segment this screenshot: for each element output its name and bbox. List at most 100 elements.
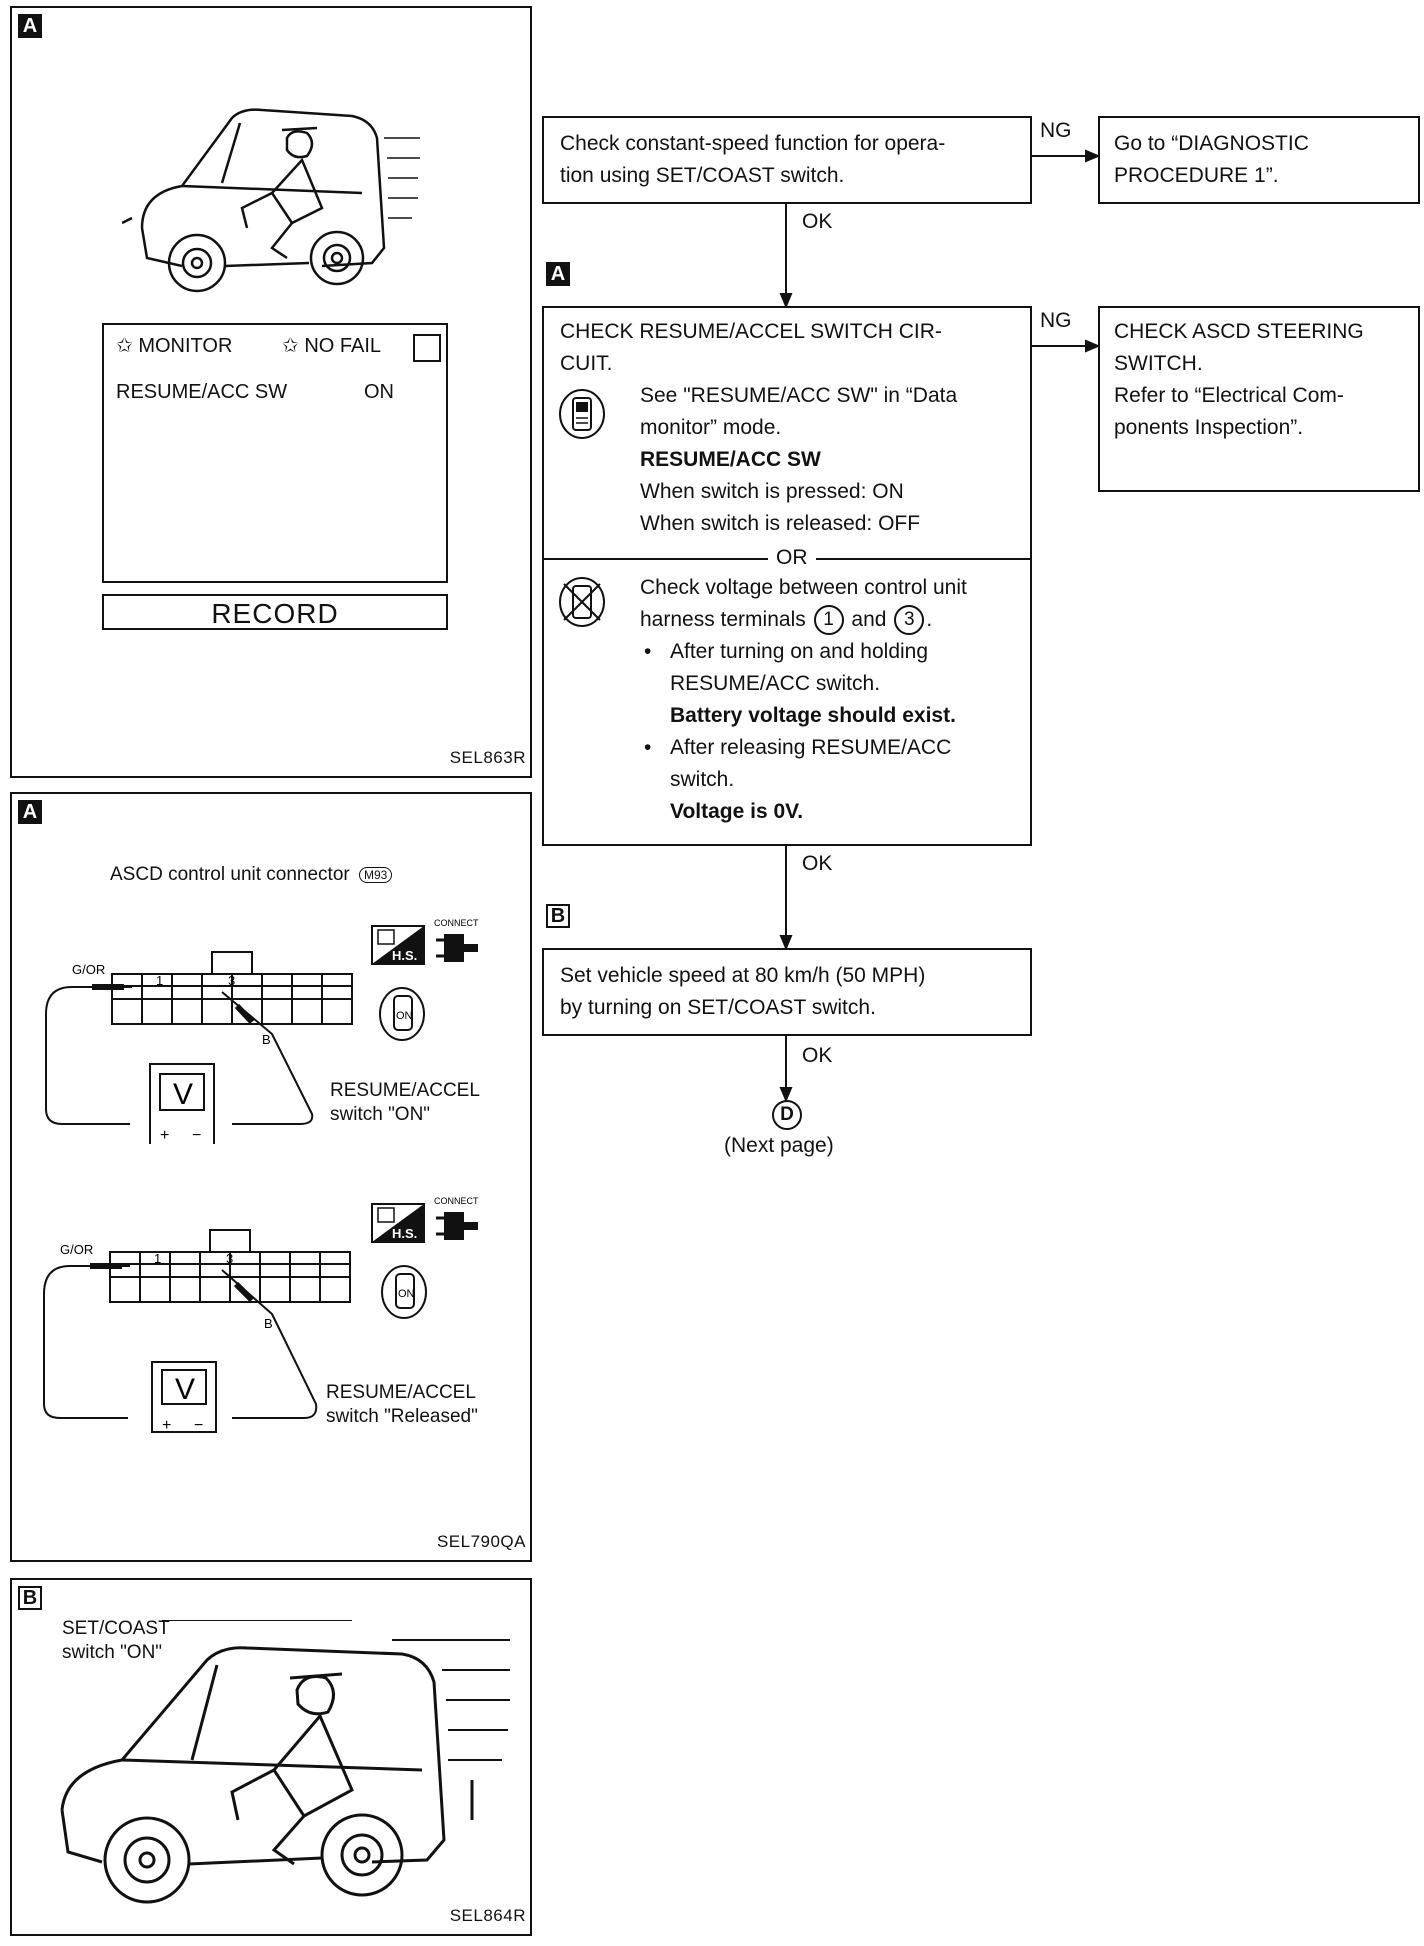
monitor-label: ✩ MONITOR [116,335,233,357]
item-value: ON [364,381,394,403]
upper-connect: CONNECT [434,918,479,928]
bullet1-a: After turning on and holding [670,640,929,663]
step2-pressed: When switch is pressed: ON [640,480,904,503]
upper-key: ON [396,1010,413,1022]
section-tag-b: B [18,1586,42,1610]
lower-caption-2: switch "Released" [326,1406,478,1427]
step3-box: Set vehicle speed at 80 km/h (50 MPH) by… [542,948,1032,1036]
ng-label-1: NG [1040,119,1072,142]
step3-line2: by turning on SET/COAST switch. [560,996,876,1019]
connector-title: ASCD control unit connector M93 [110,864,393,886]
lower-key: ON [398,1288,415,1300]
connector-code: M93 [359,866,393,883]
record-button: RECORD [102,594,448,630]
lower-minus: − [194,1417,203,1434]
result2-line4: ponents Inspection”. [1114,416,1304,439]
step2-volt1: Check voltage between control unit [640,576,967,599]
bullet2-b: switch. [670,768,735,791]
result2-line1: CHECK ASCD STEERING [1114,320,1364,343]
upper-pin3: 3 [228,973,235,988]
figure-code: SEL790QA [436,1532,526,1551]
ok-label-1: OK [802,210,833,233]
end-symbol: D [772,1100,802,1130]
lower-connect: CONNECT [434,1196,479,1206]
ok-label-3: OK [802,1044,833,1067]
section-tag-a: A [18,800,42,824]
ignition-key-icon: ON [381,1265,427,1319]
no-tester-icon [559,577,605,627]
lower-wire-left: G/OR [60,1242,93,1257]
step2-title2: CUIT. [560,352,613,375]
figure-panel-connector: A ASCD control unit connector M93 G/OR B [10,792,532,1562]
step2-title1: CHECK RESUME/ACCEL SWITCH CIR- [560,320,942,343]
or-label: OR [768,542,816,574]
upper-plus: + [160,1127,169,1144]
upper-caption-1: RESUME/ACCEL [330,1080,480,1101]
section-tag-a: A [18,14,42,38]
figure-code: SEL864R [449,1906,526,1925]
upper-caption-2: switch "ON" [330,1104,431,1125]
result2-line3: Refer to “Electrical Com- [1114,384,1344,407]
upper-pin1: 1 [156,973,163,988]
connect-icon: CONNECT [434,918,479,962]
bullet2-a: After releasing RESUME/ACC [670,736,952,759]
result1-line2: PROCEDURE 1”. [1114,164,1279,187]
hs-icon: H.S. [371,925,425,965]
step1-line2: tion using SET/COAST switch. [560,164,845,187]
figure-code: SEL863R [449,748,526,767]
next-page-label: (Next page) [724,1134,834,1157]
step2-see2: monitor” mode. [640,416,782,439]
result1-line1: Go to “DIAGNOSTIC [1114,132,1309,155]
bullet2-c: Voltage is 0V. [670,800,804,823]
record-label: RECORD [211,598,339,629]
car-driver-illustration [60,1620,510,1904]
result1-box: Go to “DIAGNOSTIC PROCEDURE 1”. [1098,116,1420,204]
no-fail-label: ✩ NO FAIL [282,335,382,357]
lower-meter: V [175,1373,195,1406]
step1-box: Check constant-speed function for opera-… [542,116,1032,204]
ok-label-2: OK [802,852,833,875]
upper-wire-left: G/OR [72,962,105,977]
upper-minus: − [192,1127,201,1144]
result2-line2: SWITCH. [1114,352,1203,375]
upper-wire-right: B [262,1032,271,1047]
item-name: RESUME/ACC SW [116,381,288,403]
figure-panel-set-coast: B SET/COAST switch "ON" [10,1578,532,1936]
ng-label-2: NG [1040,309,1072,332]
upper-hs: H.S. [392,948,417,963]
bullet1-c: Battery voltage should exist. [670,704,956,727]
monitor-screen: ✩ MONITOR ✩ NO FAIL RESUME/ACC SW ON [102,323,448,583]
ignition-key-icon: ON [379,987,425,1041]
figure-panel-monitor: A ✩ M [10,6,532,778]
lower-wire-right: B [264,1316,273,1331]
step2-volt2: harness terminals 1 and 3. [640,604,932,636]
lower-plus: + [162,1417,171,1434]
bullet-1-dot: • [644,640,652,663]
lower-hs: H.S. [392,1226,417,1241]
status-square [413,334,441,362]
bullet-2-dot: • [644,736,652,759]
connector-diagram-on: G/OR B 1 3 V + − H.S. CONNECT ON [45,918,479,1144]
terminal-3: 3 [894,605,925,636]
consult-tester-icon [559,389,605,439]
section-tag-b: B [546,904,570,928]
upper-meter: V [173,1078,193,1111]
step2-sw: RESUME/ACC SW [640,448,821,471]
car-driver-illustration [122,108,420,293]
terminal-1: 1 [813,605,844,636]
step3-line1: Set vehicle speed at 80 km/h (50 MPH) [560,964,926,987]
step2-released: When switch is released: OFF [640,512,921,535]
lower-pin3: 3 [226,1251,233,1266]
step1-line1: Check constant-speed function for opera- [560,132,946,155]
lower-pin1: 1 [154,1251,161,1266]
set-coast-caption-1: SET/COAST [62,1618,170,1639]
result2-box: CHECK ASCD STEERING SWITCH. Refer to “El… [1098,306,1420,492]
connect-icon: CONNECT [434,1196,479,1240]
section-tag-a: A [546,262,570,286]
hs-icon: H.S. [371,1203,425,1243]
connector-diagram-released: G/OR B 1 3 V + − H.S. CONNECT ON [43,1196,479,1434]
lower-caption-1: RESUME/ACCEL [326,1382,476,1403]
step2-see1: See "RESUME/ACC SW" in “Data [640,384,958,407]
bullet1-b: RESUME/ACC switch. [670,672,881,695]
